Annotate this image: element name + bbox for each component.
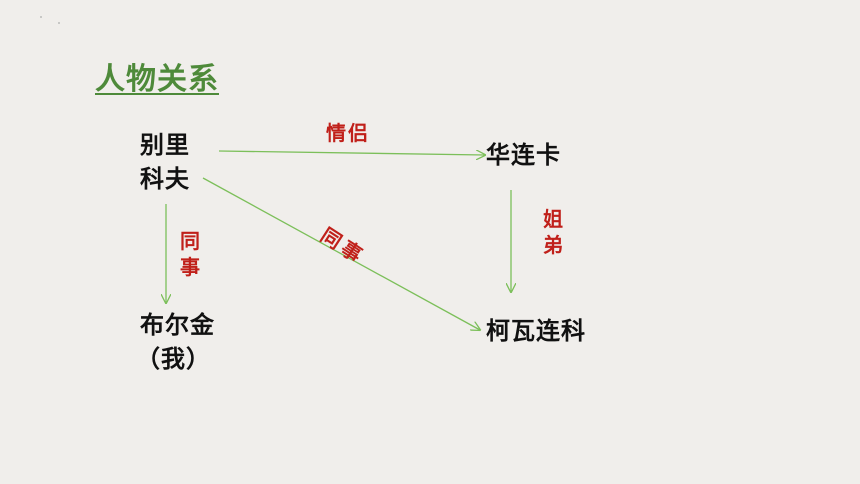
relation-label-lovers: 情侣	[326, 121, 370, 145]
node-buerjin-line2: （我）	[136, 345, 211, 373]
node-bielikefu-line1: 别里	[140, 131, 190, 159]
relation-label-siblings: 姐 弟	[543, 206, 563, 258]
node-buerjin: 布尔金 （我）	[136, 308, 215, 376]
node-hualianka-label: 华连卡	[486, 141, 561, 169]
relation-char: 姐	[543, 207, 563, 231]
relation-char: 弟	[543, 233, 563, 257]
node-bielikefu-line2: 科夫	[140, 165, 190, 193]
decor-dot	[58, 22, 60, 24]
node-bielikefu: 别里 科夫	[140, 128, 190, 196]
node-kewalianke: 柯瓦连科	[486, 314, 586, 348]
arrow-bielikefu-to-kewalianke	[202, 177, 480, 330]
relation-char: 事	[180, 255, 200, 279]
slide-title: 人物关系	[95, 62, 219, 97]
relation-label-colleague-vertical: 同 事	[180, 228, 200, 280]
node-kewalianke-label: 柯瓦连科	[486, 317, 586, 345]
relation-char: 同	[180, 229, 200, 253]
decor-dot	[40, 16, 42, 18]
node-buerjin-line1: 布尔金	[140, 311, 215, 339]
node-hualianka: 华连卡	[486, 138, 561, 172]
arrow-bielikefu-to-hualianka	[218, 151, 485, 155]
